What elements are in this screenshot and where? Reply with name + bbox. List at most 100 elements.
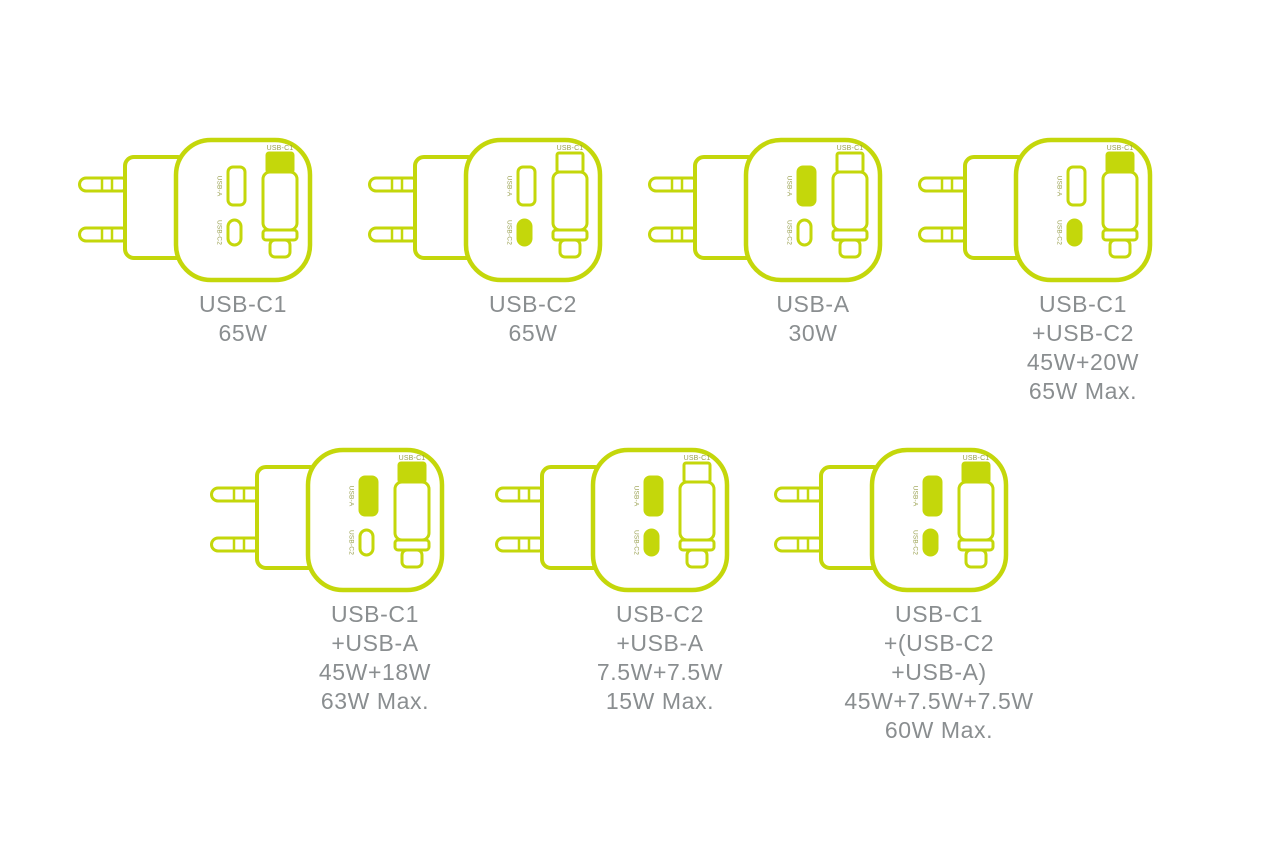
usb-c2-port-label: USB-C2 — [786, 220, 793, 245]
usb-a-port — [922, 475, 943, 517]
usb-c2-port — [1066, 218, 1083, 247]
caption-line: 65W Max. — [1028, 378, 1138, 404]
caption-line: USB-C2 — [616, 601, 704, 627]
usb-a-port-label: USB-A — [216, 176, 223, 197]
usb-c1-connector — [551, 151, 589, 259]
connector-tip — [558, 238, 582, 259]
caption-line: +(USB-C2 — [883, 630, 995, 656]
plug-prong-bottom-icon — [495, 536, 547, 553]
caption-line: 65W — [218, 320, 268, 346]
caption-line: 63W Max. — [320, 688, 430, 714]
usb-a-port — [643, 475, 664, 517]
plug-prong-top-icon — [78, 176, 130, 193]
caption-line: USB-C1 — [331, 601, 419, 627]
usb-c2-port — [796, 218, 813, 247]
usb-c1-port-label: USB-C1 — [837, 145, 864, 152]
caption-line: 45W+7.5W+7.5W — [844, 688, 1034, 714]
usb-c1-port-label: USB-C1 — [684, 455, 711, 462]
plug-prong-top-icon — [774, 486, 826, 503]
usb-c2-port-label: USB-C2 — [348, 530, 355, 555]
usb-c1-port — [961, 461, 991, 484]
usb-c2-port-label: USB-C2 — [1056, 220, 1063, 245]
usb-c1-port-label: USB-C1 — [399, 455, 426, 462]
caption-line: USB-C1 — [895, 601, 983, 627]
caption-line: 15W Max. — [605, 688, 715, 714]
charger-caption: USB-C2 +USB-A 7.5W+7.5W 15W Max. — [520, 600, 800, 716]
usb-c1-port — [1105, 151, 1135, 174]
usb-c1-port-label: USB-C1 — [267, 145, 294, 152]
usb-c2-port-label: USB-C2 — [912, 530, 919, 555]
plug-prong-bottom-icon — [918, 226, 970, 243]
connector-tip — [268, 238, 292, 259]
caption-line: 45W+20W — [1026, 349, 1140, 375]
caption-line: +USB-A) — [891, 659, 987, 685]
connector-tip — [685, 548, 709, 569]
connector-barrel — [393, 480, 431, 542]
usb-a-port-label: USB-A — [633, 486, 640, 507]
usb-c1-port — [265, 151, 295, 174]
connector-barrel — [957, 480, 995, 542]
usb-a-port-label: USB-A — [1056, 176, 1063, 197]
charger-icon: USB-C1 USB-A USB-C2 — [495, 447, 730, 593]
usb-c1-connector — [957, 461, 995, 569]
plug-prong-top-icon — [918, 176, 970, 193]
usb-c1-port-label: USB-C1 — [557, 145, 584, 152]
usb-c2-port-label: USB-C2 — [633, 530, 640, 555]
connector-barrel — [831, 170, 869, 232]
usb-c2-port — [516, 218, 533, 247]
connector-tip — [1108, 238, 1132, 259]
usb-c1-connector — [678, 461, 716, 569]
charger-figure: USB-C1 USB-A USB-C2 USB-C2 +USB-A 7.5W+7.5… — [495, 447, 815, 808]
usb-a-port — [516, 165, 537, 207]
plug-prong-top-icon — [210, 486, 262, 503]
usb-c1-port — [835, 151, 865, 174]
usb-c2-port-label: USB-C2 — [506, 220, 513, 245]
charger-caption: USB-C1 +(USB-C2 +USB-A) 45W+7.5W+7.5W 60W Ma… — [799, 600, 1079, 745]
usb-c1-connector — [831, 151, 869, 259]
plug-prong-top-icon — [648, 176, 700, 193]
charger-icon: USB-C1 USB-A USB-C2 — [918, 137, 1153, 283]
usb-c1-connector — [393, 461, 431, 569]
connector-tip — [838, 238, 862, 259]
plug-prong-top-icon — [495, 486, 547, 503]
usb-c1-connector — [261, 151, 299, 259]
plug-prong-top-icon — [368, 176, 420, 193]
caption-line: 60W Max. — [884, 717, 994, 743]
usb-c2-port — [226, 218, 243, 247]
connector-barrel — [261, 170, 299, 232]
usb-a-port — [1066, 165, 1087, 207]
caption-line: 65W — [508, 320, 558, 346]
usb-a-port — [796, 165, 817, 207]
caption-line: 45W+18W — [318, 659, 432, 685]
usb-a-port-label: USB-A — [786, 176, 793, 197]
usb-a-port-label: USB-A — [506, 176, 513, 197]
usb-c1-port — [397, 461, 427, 484]
usb-c2-port — [643, 528, 660, 557]
usb-c1-connector — [1101, 151, 1139, 259]
caption-line: 7.5W+7.5W — [596, 659, 724, 685]
usb-a-port — [358, 475, 379, 517]
charger-figure: USB-C1 USB-A USB-C2 USB-C1 +(USB-C2 +USB-A… — [774, 447, 1094, 808]
charger-icon: USB-C1 USB-A USB-C2 — [78, 137, 313, 283]
usb-a-port-label: USB-A — [912, 486, 919, 507]
plug-prong-bottom-icon — [78, 226, 130, 243]
connector-barrel — [551, 170, 589, 232]
connector-tip — [964, 548, 988, 569]
caption-line: +USB-C2 — [1032, 320, 1134, 346]
usb-a-port-label: USB-A — [348, 486, 355, 507]
usb-c2-port-label: USB-C2 — [216, 220, 223, 245]
usb-c1-port — [555, 151, 585, 174]
caption-line: +USB-A — [616, 630, 704, 656]
usb-c1-port — [682, 461, 712, 484]
usb-c1-port-label: USB-C1 — [1107, 145, 1134, 152]
usb-a-port — [226, 165, 247, 207]
usb-c2-port — [922, 528, 939, 557]
